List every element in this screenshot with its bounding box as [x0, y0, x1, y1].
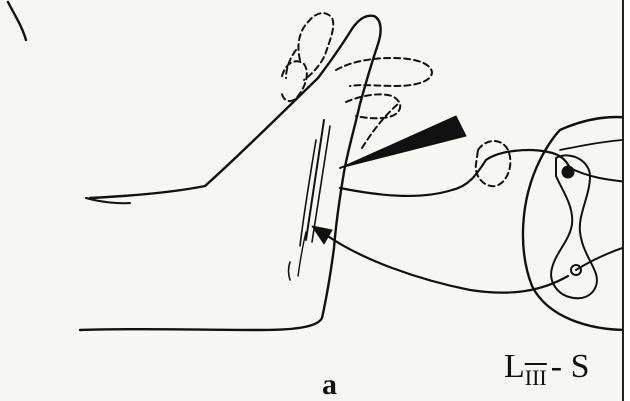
- stimulus-shaft: [340, 124, 458, 168]
- spinal-segment-label: LIII- S: [504, 350, 590, 387]
- dashed-ganglion: [476, 141, 511, 186]
- dashed-toe-4: [346, 94, 400, 118]
- heel-line: [86, 198, 130, 203]
- grey-matter: [551, 155, 597, 298]
- dashed-toe-1: [298, 13, 333, 80]
- plantar-line-4: [298, 232, 306, 276]
- corner-arc: [8, 2, 26, 40]
- panel-label: a: [322, 370, 337, 400]
- segment-rest: - S: [551, 348, 590, 385]
- cord-fiber-3: [560, 140, 622, 150]
- plantar-tick: [289, 262, 291, 280]
- cord-fiber-2: [576, 246, 628, 270]
- segment-roman-subscript: III: [525, 365, 547, 390]
- arrow-head: [312, 226, 332, 244]
- dashed-toe-6: [286, 50, 296, 78]
- segment-letter: L: [504, 348, 525, 385]
- cord-fiber-1: [570, 168, 628, 182]
- synapse-dot-upper: [562, 166, 574, 178]
- foot-outline: [80, 16, 381, 330]
- dashed-toe-5: [362, 104, 398, 148]
- dashed-toe-2: [282, 61, 307, 101]
- page-edge: [622, 0, 630, 401]
- dashed-toe-3: [336, 58, 432, 86]
